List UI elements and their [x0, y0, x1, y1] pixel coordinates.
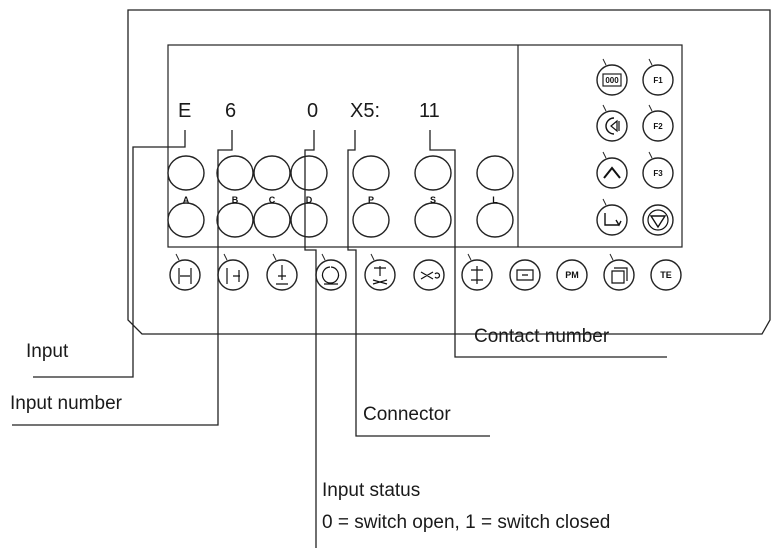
key-letter-p: P: [368, 195, 374, 205]
bottom-key-1[interactable]: [169, 259, 201, 291]
f3-label: F3: [653, 169, 663, 178]
leader-contact: [429, 130, 667, 358]
down-key[interactable]: [642, 204, 674, 236]
display-frame: [167, 44, 683, 248]
upper-keypad: [167, 155, 514, 238]
leader-input-number: [12, 130, 233, 426]
te-label: TE: [660, 270, 672, 280]
layers-icon: [611, 267, 628, 284]
display-contact-number: 11: [419, 100, 440, 122]
key-b-top[interactable]: [216, 155, 254, 191]
thread-trimmer-icon: [372, 266, 388, 285]
f1-key[interactable]: [642, 64, 674, 96]
thread-tension-ab-icon: [178, 268, 192, 284]
f2-key[interactable]: [642, 110, 674, 142]
reset-key[interactable]: [596, 110, 628, 142]
key-letter-l: L: [492, 195, 498, 205]
key-d-top[interactable]: [290, 155, 328, 191]
key-l-top[interactable]: [476, 155, 514, 191]
key-c-top[interactable]: [253, 155, 291, 191]
lcd-area: [170, 47, 516, 145]
label-input-status: Input status: [322, 480, 421, 501]
key-c-bottom[interactable]: [253, 202, 291, 238]
key-a-bottom[interactable]: [167, 202, 205, 238]
bottom-key-10[interactable]: [603, 259, 635, 291]
rotate-icon: [321, 266, 340, 285]
label-input-number: Input number: [10, 393, 122, 414]
bottom-key-4[interactable]: [315, 259, 347, 291]
rewind-icon: [610, 119, 620, 133]
key-letter-s: S: [430, 195, 436, 205]
enter-icon: [604, 213, 622, 227]
key-b-bottom[interactable]: [216, 202, 254, 238]
reset-icon: [605, 117, 615, 135]
display-input-field: E: [178, 100, 192, 122]
key-a-top[interactable]: [167, 155, 205, 191]
up-key[interactable]: [596, 157, 628, 189]
leader-input-status: [304, 130, 317, 548]
key-letter-b: B: [232, 195, 239, 205]
label-contact-number: Contact number: [474, 326, 610, 347]
triangle-down-icon: [649, 215, 667, 229]
stitch-pattern-icon: [471, 266, 483, 284]
counter-label: 000: [605, 76, 619, 85]
pm-key[interactable]: [556, 259, 588, 291]
stop-ring-icon: [647, 209, 669, 231]
display-input-status: 0: [307, 100, 319, 122]
bottom-key-2[interactable]: [217, 259, 249, 291]
label-status-legend: 0 = switch open, 1 = switch closed: [322, 512, 611, 533]
label-connector: Connector: [363, 404, 451, 425]
key-letter-c: C: [269, 195, 276, 205]
stitch-count-cd-icon: [226, 268, 240, 284]
scissors-icon: [420, 271, 441, 280]
key-d-bottom[interactable]: [290, 202, 328, 238]
chevron-up-icon: [603, 166, 621, 179]
key-p-top[interactable]: [352, 155, 390, 191]
key-p-bottom[interactable]: [352, 202, 390, 238]
label-input: Input: [26, 341, 69, 362]
display-input-number: 6: [225, 100, 237, 122]
counter-down-icon: [516, 269, 534, 281]
key-letter-a: A: [183, 195, 190, 205]
needle-position-icon: [276, 265, 288, 285]
key-s-bottom[interactable]: [414, 202, 452, 238]
leader-input: [33, 130, 186, 378]
te-key[interactable]: [650, 259, 682, 291]
f1-label: F1: [653, 76, 663, 85]
counter-icon: [602, 73, 622, 87]
key-letter-d: D: [306, 195, 313, 205]
pm-label: PM: [565, 270, 579, 280]
f2-label: F2: [653, 122, 663, 131]
key-s-top[interactable]: [414, 155, 452, 191]
display-connector: X5:: [350, 100, 381, 122]
side-keypad: [596, 58, 674, 236]
leader-connector: [347, 130, 490, 437]
key-l-bottom[interactable]: [476, 202, 514, 238]
f3-key[interactable]: [642, 157, 674, 189]
enter-key[interactable]: [596, 204, 628, 236]
